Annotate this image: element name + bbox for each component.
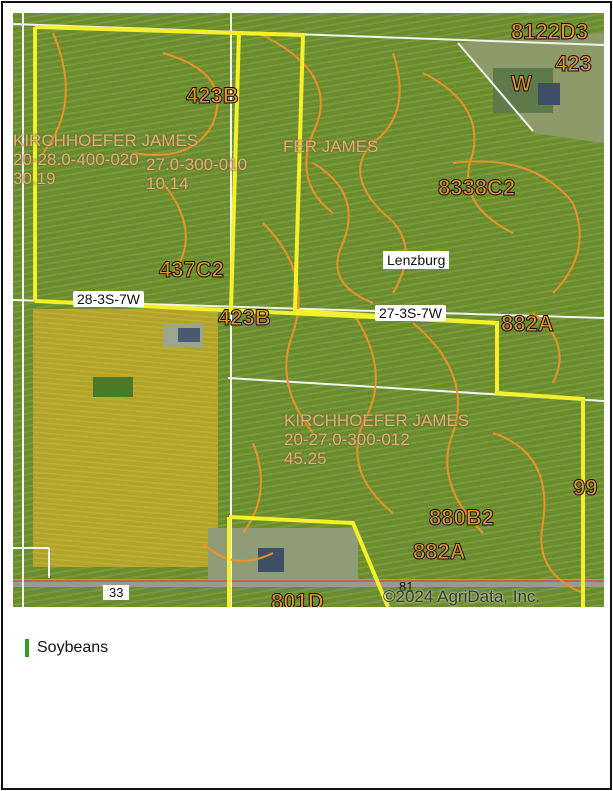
owner-label-1: KIRCHHOEFER JAMES 20-28.0-400-020 30.19 <box>13 131 198 188</box>
soil-label-437C2: 437C2 <box>159 257 225 283</box>
soil-label-99: 99 <box>572 475 598 501</box>
soybeans-swatch <box>25 639 29 657</box>
parcel-acres: 30.19 <box>13 169 56 188</box>
parcel-number: 20-28.0-400-020 <box>13 150 139 169</box>
soil-label-882A-2: 882A <box>413 539 467 565</box>
aerial-map[interactable]: 8122D3 423 W 423B 8338C2 437C2 423B 882A… <box>13 13 604 607</box>
map-copyright: ©2024 AgriData, Inc. <box>383 587 541 606</box>
pond <box>538 83 560 105</box>
owner-name: KIRCHHOEFER JAMES <box>13 131 199 150</box>
parcel-acres: 45.25 <box>284 449 327 468</box>
owner-name: KIRCHHOEFER JAMES <box>284 411 470 430</box>
county-road <box>13 579 604 587</box>
soil-label-880B2: 880B2 <box>429 505 495 531</box>
field-patch <box>93 377 133 397</box>
building-2 <box>178 328 200 342</box>
building <box>258 548 284 572</box>
soil-label-801D: 801D <box>271 589 325 608</box>
parcel-acres: 10.14 <box>146 174 189 193</box>
place-label-lenzburg: Lenzburg <box>383 251 450 269</box>
section-label-27-3S-7W: 27-3S-7W <box>375 305 447 321</box>
soil-label-423: 423 <box>555 51 593 77</box>
soil-label-8338C2: 8338C2 <box>437 175 516 201</box>
owner-label-3: KIRCHHOEFER JAMES 20-27.0-300-012 45.25 <box>284 411 469 468</box>
soil-label-423B-2: 423B <box>218 305 272 331</box>
soil-label-8122D3: 8122D3 <box>510 19 589 45</box>
owner-label-2: 27.0-300-010 10.14 <box>146 155 247 193</box>
road-label-33: 33 <box>103 585 130 600</box>
parcel-number: 27.0-300-010 <box>146 155 248 174</box>
soil-boundaries <box>42 32 584 594</box>
soybean-field <box>33 309 218 567</box>
parcel-number: 20-27.0-300-012 <box>284 430 410 449</box>
owner-label-2-fragment: FER JAMES <box>283 137 379 156</box>
section-label-28-3S-7W: 28-3S-7W <box>73 291 145 307</box>
map-legend: Soybeans <box>25 639 108 657</box>
soil-label-882A: 882A <box>501 311 555 337</box>
soil-label-423B: 423B <box>186 83 240 109</box>
soil-label-W: W <box>511 71 533 97</box>
road-label-81: 81 <box>399 579 414 594</box>
legend-label-soybeans: Soybeans <box>37 639 109 656</box>
map-svg <box>13 13 604 607</box>
